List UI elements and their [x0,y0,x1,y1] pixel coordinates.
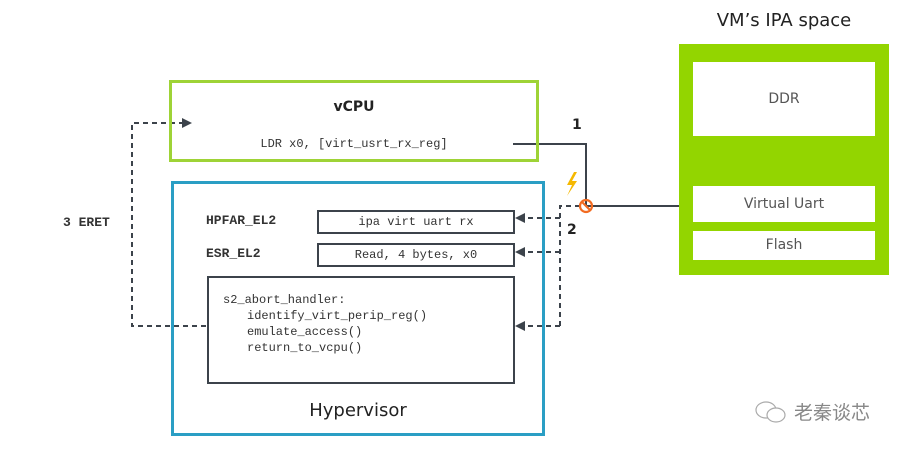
ipa-region-virtual-uart: Virtual Uart [693,186,875,222]
lightning-icon [567,172,577,196]
ipa-space-box: DDR Virtual Uart Flash [679,44,889,275]
ipa-region-flash: Flash [693,231,875,260]
handler-step: return_to_vcpu() [247,341,363,355]
ipa-space-title: VM’s IPA space [716,10,852,31]
handler-step: identify_virt_perip_reg() [247,309,428,323]
ipa-region-ddr: DDR [693,62,875,136]
vcpu-box: vCPU LDR x0, [virt_usrt_rx_reg] [169,80,539,162]
wechat-icon [755,400,786,423]
vcpu-instruction: LDR x0, [virt_usrt_rx_reg] [260,137,448,151]
hpfar-label: HPFAR_EL2 [206,213,277,228]
vcpu-title: vCPU [333,99,375,115]
handler-step: emulate_access() [247,325,363,339]
step1-label: 1 [572,117,582,133]
handler-label: s2_abort_handler: [223,293,346,307]
prohibited-icon [578,198,594,214]
watermark-text: 老秦谈芯 [794,402,871,424]
step2-label: 2 [567,222,577,238]
step2-path [559,205,580,326]
watermark: 老秦谈芯 [754,398,870,425]
step3-eret-label: 3 ERET [63,215,110,230]
step3-eret-path [131,118,206,327]
abort-handler-box: s2_abort_handler: identify_virt_perip_re… [207,276,515,384]
hpfar-value: ipa virt uart rx [317,210,515,234]
esr-label: ESR_EL2 [206,246,261,261]
hypervisor-box: HPFAR_EL2 ipa virt uart rx ESR_EL2 Read,… [171,181,545,436]
hypervisor-title: Hypervisor [309,400,407,421]
esr-value: Read, 4 bytes, x0 [317,243,515,267]
